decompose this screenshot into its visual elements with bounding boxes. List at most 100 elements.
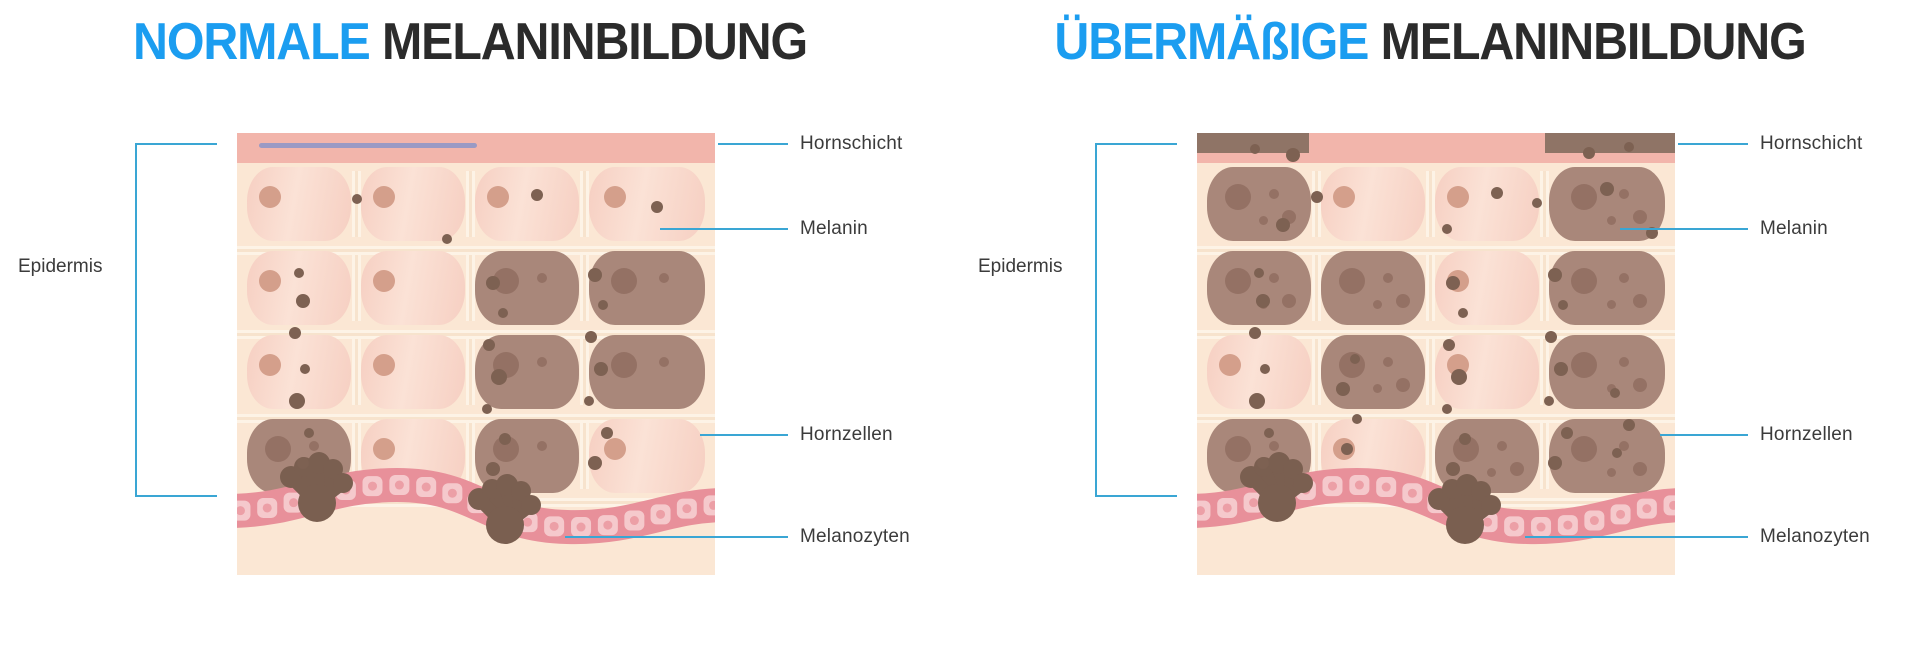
basal-membrane-layer bbox=[237, 452, 715, 545]
stratum-corneum bbox=[237, 133, 715, 163]
basal-membrane-layer bbox=[1197, 452, 1675, 545]
melanin-granule bbox=[1561, 427, 1573, 439]
melanin-granule bbox=[1554, 362, 1568, 376]
basal-cell bbox=[597, 515, 618, 536]
melanin-granule bbox=[483, 339, 495, 351]
title-rest-normal: MELANINBILDUNG bbox=[382, 13, 808, 71]
melanin-granule bbox=[1446, 276, 1460, 290]
melanin-granule bbox=[1260, 364, 1270, 374]
melanin-granule bbox=[588, 456, 602, 470]
cell-nucleus bbox=[372, 269, 395, 292]
melanin-granule bbox=[491, 369, 507, 385]
basal-cell bbox=[1663, 495, 1675, 516]
melanin-granule bbox=[1352, 414, 1362, 424]
intercellular-gap bbox=[1312, 255, 1321, 321]
panel-title-excessive: ÜBERMÄßIGE MELANINBILDUNG bbox=[993, 16, 1867, 68]
cell-nucleus bbox=[1570, 183, 1597, 210]
melanin-granule bbox=[588, 268, 602, 282]
melanin-granule bbox=[296, 294, 310, 308]
basal-cell bbox=[1402, 483, 1423, 504]
intracellular-granule bbox=[1509, 461, 1524, 476]
basal-cell bbox=[1349, 475, 1370, 496]
melanin-granule bbox=[289, 327, 301, 339]
intracellular-granule bbox=[1383, 273, 1394, 284]
keratinocyte-pigmented bbox=[1549, 251, 1665, 325]
melanin-granule bbox=[442, 234, 452, 244]
basal-cell bbox=[1610, 504, 1631, 525]
cell-row-separator bbox=[237, 246, 715, 255]
melanin-granule bbox=[294, 268, 304, 278]
cell-nucleus bbox=[1225, 267, 1252, 294]
intracellular-granule bbox=[1632, 293, 1647, 308]
panel-title-normal: NORMALE MELANINBILDUNG bbox=[33, 16, 907, 68]
cell-row-separator bbox=[237, 414, 715, 423]
cell-nucleus bbox=[1570, 267, 1597, 294]
intercellular-gap bbox=[352, 423, 361, 489]
label-melanin-excessive: Melanin bbox=[1760, 218, 1828, 239]
melanin-granule bbox=[1624, 142, 1634, 152]
cell-nucleus bbox=[486, 185, 509, 208]
leader-melanozyten-excessive bbox=[1525, 536, 1748, 538]
intracellular-granule bbox=[1632, 461, 1647, 476]
melanin-granule bbox=[601, 427, 613, 439]
melanin-granule bbox=[1583, 147, 1595, 159]
keratinocyte-pigmented bbox=[589, 251, 705, 325]
epidermis-label-normal: Epidermis bbox=[18, 256, 103, 277]
intercellular-gap bbox=[466, 255, 475, 321]
cell-nucleus bbox=[1446, 185, 1469, 208]
melanin-granule bbox=[1311, 191, 1323, 203]
melanin-granule bbox=[352, 194, 362, 204]
intracellular-granule bbox=[1373, 383, 1382, 393]
cell-nucleus bbox=[610, 351, 637, 378]
melanocyte bbox=[1240, 452, 1313, 522]
skin-cross-section-normal bbox=[237, 133, 715, 575]
intercellular-gap bbox=[466, 171, 475, 237]
basal-cell bbox=[362, 476, 383, 497]
melanin-granule bbox=[1623, 419, 1635, 431]
corneum-pigmented-patch bbox=[1197, 133, 1309, 153]
leader-hornzellen-excessive bbox=[1660, 434, 1748, 436]
melanin-granule bbox=[1442, 224, 1452, 234]
melanin-granule bbox=[1610, 388, 1620, 398]
intracellular-granule bbox=[1269, 441, 1280, 452]
melanin-granule bbox=[651, 201, 663, 213]
melanin-granule bbox=[584, 396, 594, 406]
intracellular-granule bbox=[1497, 441, 1508, 452]
melanocyte bbox=[280, 452, 353, 522]
intercellular-gap bbox=[1540, 339, 1549, 405]
intracellular-granule bbox=[1259, 215, 1268, 225]
basal-cell bbox=[624, 510, 645, 531]
melanin-granule bbox=[1249, 327, 1261, 339]
label-hornzellen-normal: Hornzellen bbox=[800, 424, 893, 445]
keratinocyte bbox=[247, 167, 351, 241]
intercellular-gap bbox=[580, 423, 589, 489]
melanin-granule bbox=[594, 362, 608, 376]
label-melanin-normal: Melanin bbox=[800, 218, 868, 239]
cell-nucleus bbox=[1339, 267, 1366, 294]
cell-nucleus bbox=[372, 353, 395, 376]
intracellular-granule bbox=[658, 357, 669, 368]
intercellular-gap bbox=[352, 255, 361, 321]
basal-cell bbox=[1531, 517, 1552, 538]
cell-nucleus bbox=[265, 435, 292, 462]
intracellular-granule bbox=[1269, 273, 1280, 284]
intracellular-granule bbox=[1618, 273, 1629, 284]
intracellular-granule bbox=[1281, 293, 1296, 308]
basal-cell bbox=[1557, 515, 1578, 536]
keratinocyte-pigmented bbox=[1549, 335, 1665, 409]
melanin-granule bbox=[1336, 382, 1350, 396]
intracellular-granule bbox=[1632, 377, 1647, 392]
melanin-granule bbox=[1544, 396, 1554, 406]
epidermis-bracket-normal bbox=[135, 143, 217, 497]
cell-nucleus bbox=[372, 437, 395, 460]
basal-cell bbox=[1322, 476, 1343, 497]
keratinocyte bbox=[1321, 167, 1425, 241]
keratinocyte bbox=[361, 251, 465, 325]
keratinocyte bbox=[247, 251, 351, 325]
melanin-granule bbox=[1451, 369, 1467, 385]
keratinocyte bbox=[361, 167, 465, 241]
basal-cell bbox=[1217, 497, 1238, 518]
melanin-granule bbox=[1350, 354, 1360, 364]
melanin-granule bbox=[598, 300, 608, 310]
